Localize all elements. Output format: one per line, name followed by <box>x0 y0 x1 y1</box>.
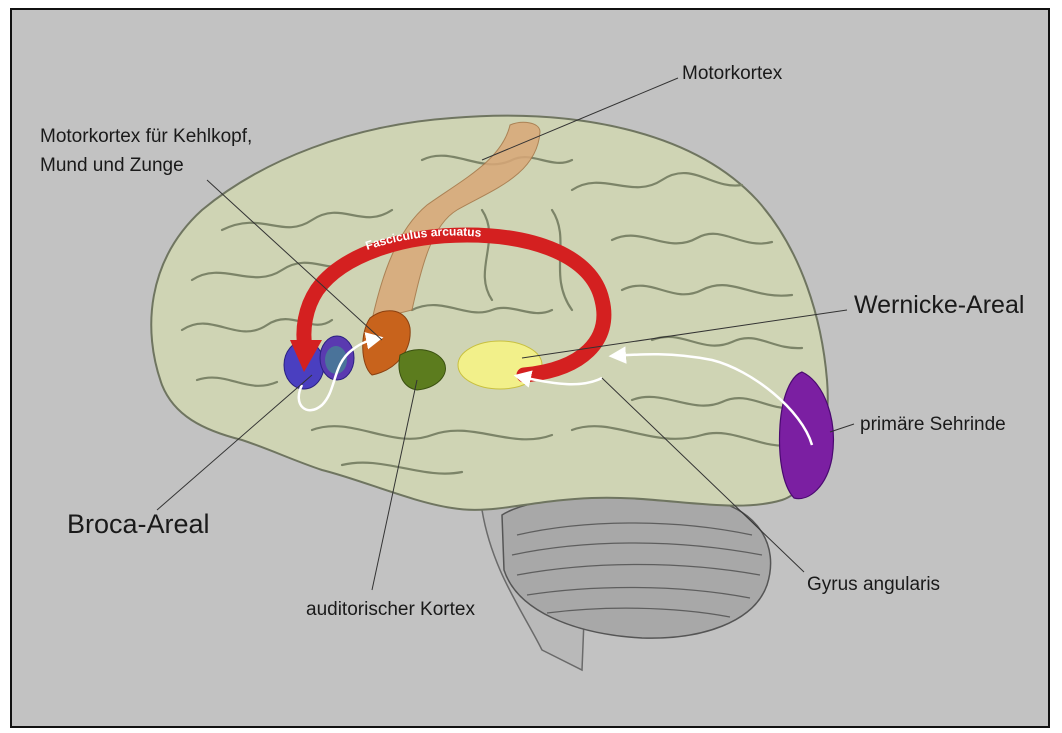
motor-cortex-label: Motorkortex <box>682 63 783 84</box>
brain-diagram: Fasciculus arcuatus Motorkortex Motorkor… <box>12 10 1048 726</box>
visual-cortex-leader <box>830 424 854 432</box>
speech-motor-label-line1: Motorkortex für Kehlkopf, <box>40 126 252 147</box>
speech-motor-label-line2: Mund und Zunge <box>40 155 184 176</box>
wernicke-label: Wernicke-Areal <box>854 291 1024 319</box>
broca-label: Broca-Areal <box>67 509 210 539</box>
diagram-frame: Fasciculus arcuatus Motorkortex Motorkor… <box>10 8 1050 728</box>
angular-gyrus-label: Gyrus angularis <box>807 574 940 595</box>
visual-cortex-label: primäre Sehrinde <box>860 414 1006 435</box>
auditory-cortex-label: auditorischer Kortex <box>306 599 475 620</box>
